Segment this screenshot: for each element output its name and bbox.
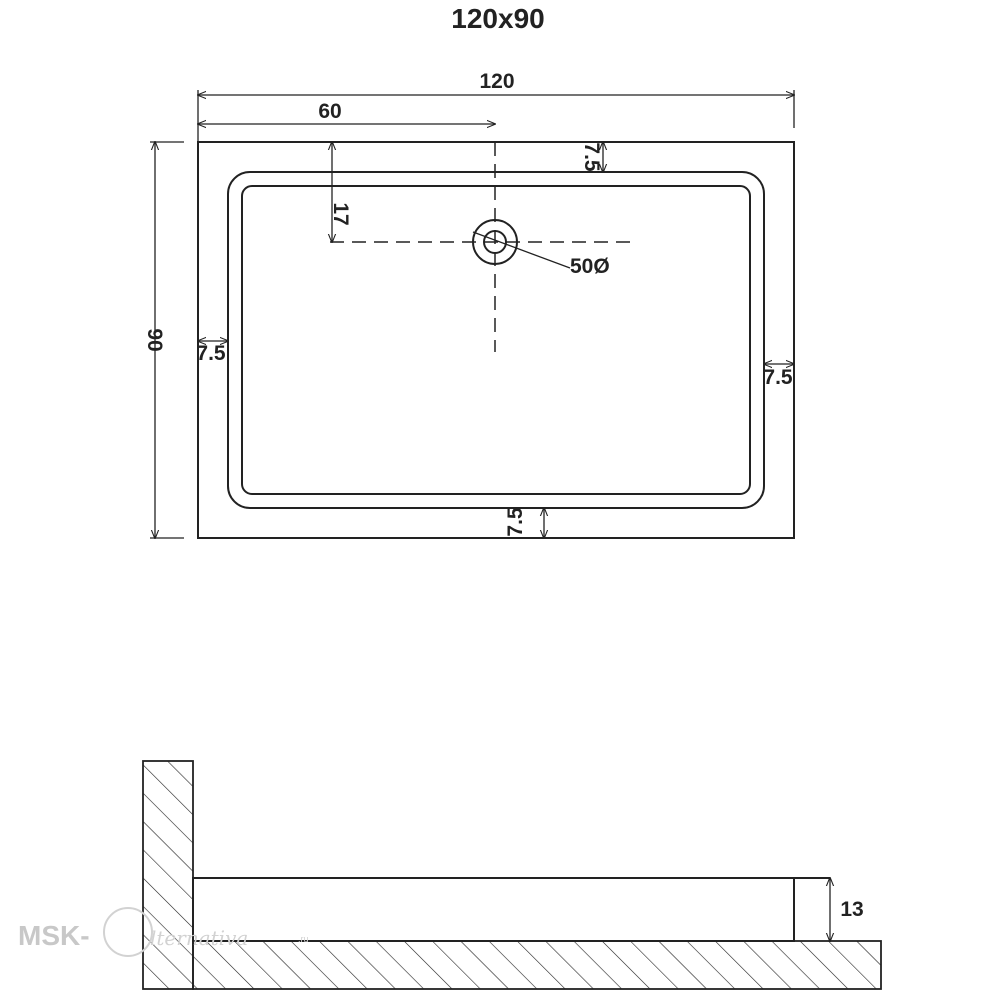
section-wall-hatched [142,760,194,990]
rim-left-dimension: 7.5 [196,341,228,365]
watermark-logo-ring [103,907,153,957]
half-width-dimension: 60 [198,100,495,124]
tray-outer-outline [197,141,795,539]
rim-right-dimension: 7.5 [763,364,794,389]
rim-bottom-dimension: 7.5 [504,507,544,538]
watermark-brand: MSK- [18,920,90,951]
tray-basin-outline [241,185,751,495]
tray-rim-outline [227,171,765,509]
height-dimension: 13 [830,878,864,941]
watermark-suffix: .ru [298,934,309,944]
width-dimension: 120 [198,70,794,142]
top-view: 120 60 90 17 50Ø 7.5 [143,70,795,539]
width-dimension-label: 120 [479,70,514,93]
watermark-script: lternativa [150,926,248,950]
watermark: MSK- lternativa .ru [18,907,309,957]
drawing-title: 120x90 [451,3,544,34]
rim-bottom-label: 7.5 [504,507,527,537]
section-view: 13 [142,760,882,990]
section-floor-hatched [192,940,882,990]
section-tray-body [192,877,795,942]
rim-top-dimension: 7.5 [580,142,603,172]
drain-offset-dimension: 17 [329,142,352,242]
rim-left-label: 7.5 [196,342,226,365]
depth-dimension: 90 [143,142,184,538]
rim-top-label: 7.5 [580,142,603,172]
depth-dimension-label: 90 [143,328,166,351]
rim-right-label: 7.5 [763,366,793,389]
drain-size-dimension: 50Ø [472,231,610,278]
drain-offset-dimension-label: 17 [329,202,352,225]
half-width-dimension-label: 60 [318,100,341,123]
height-dimension-label: 13 [840,898,863,921]
drain-size-label: 50Ø [570,255,610,278]
